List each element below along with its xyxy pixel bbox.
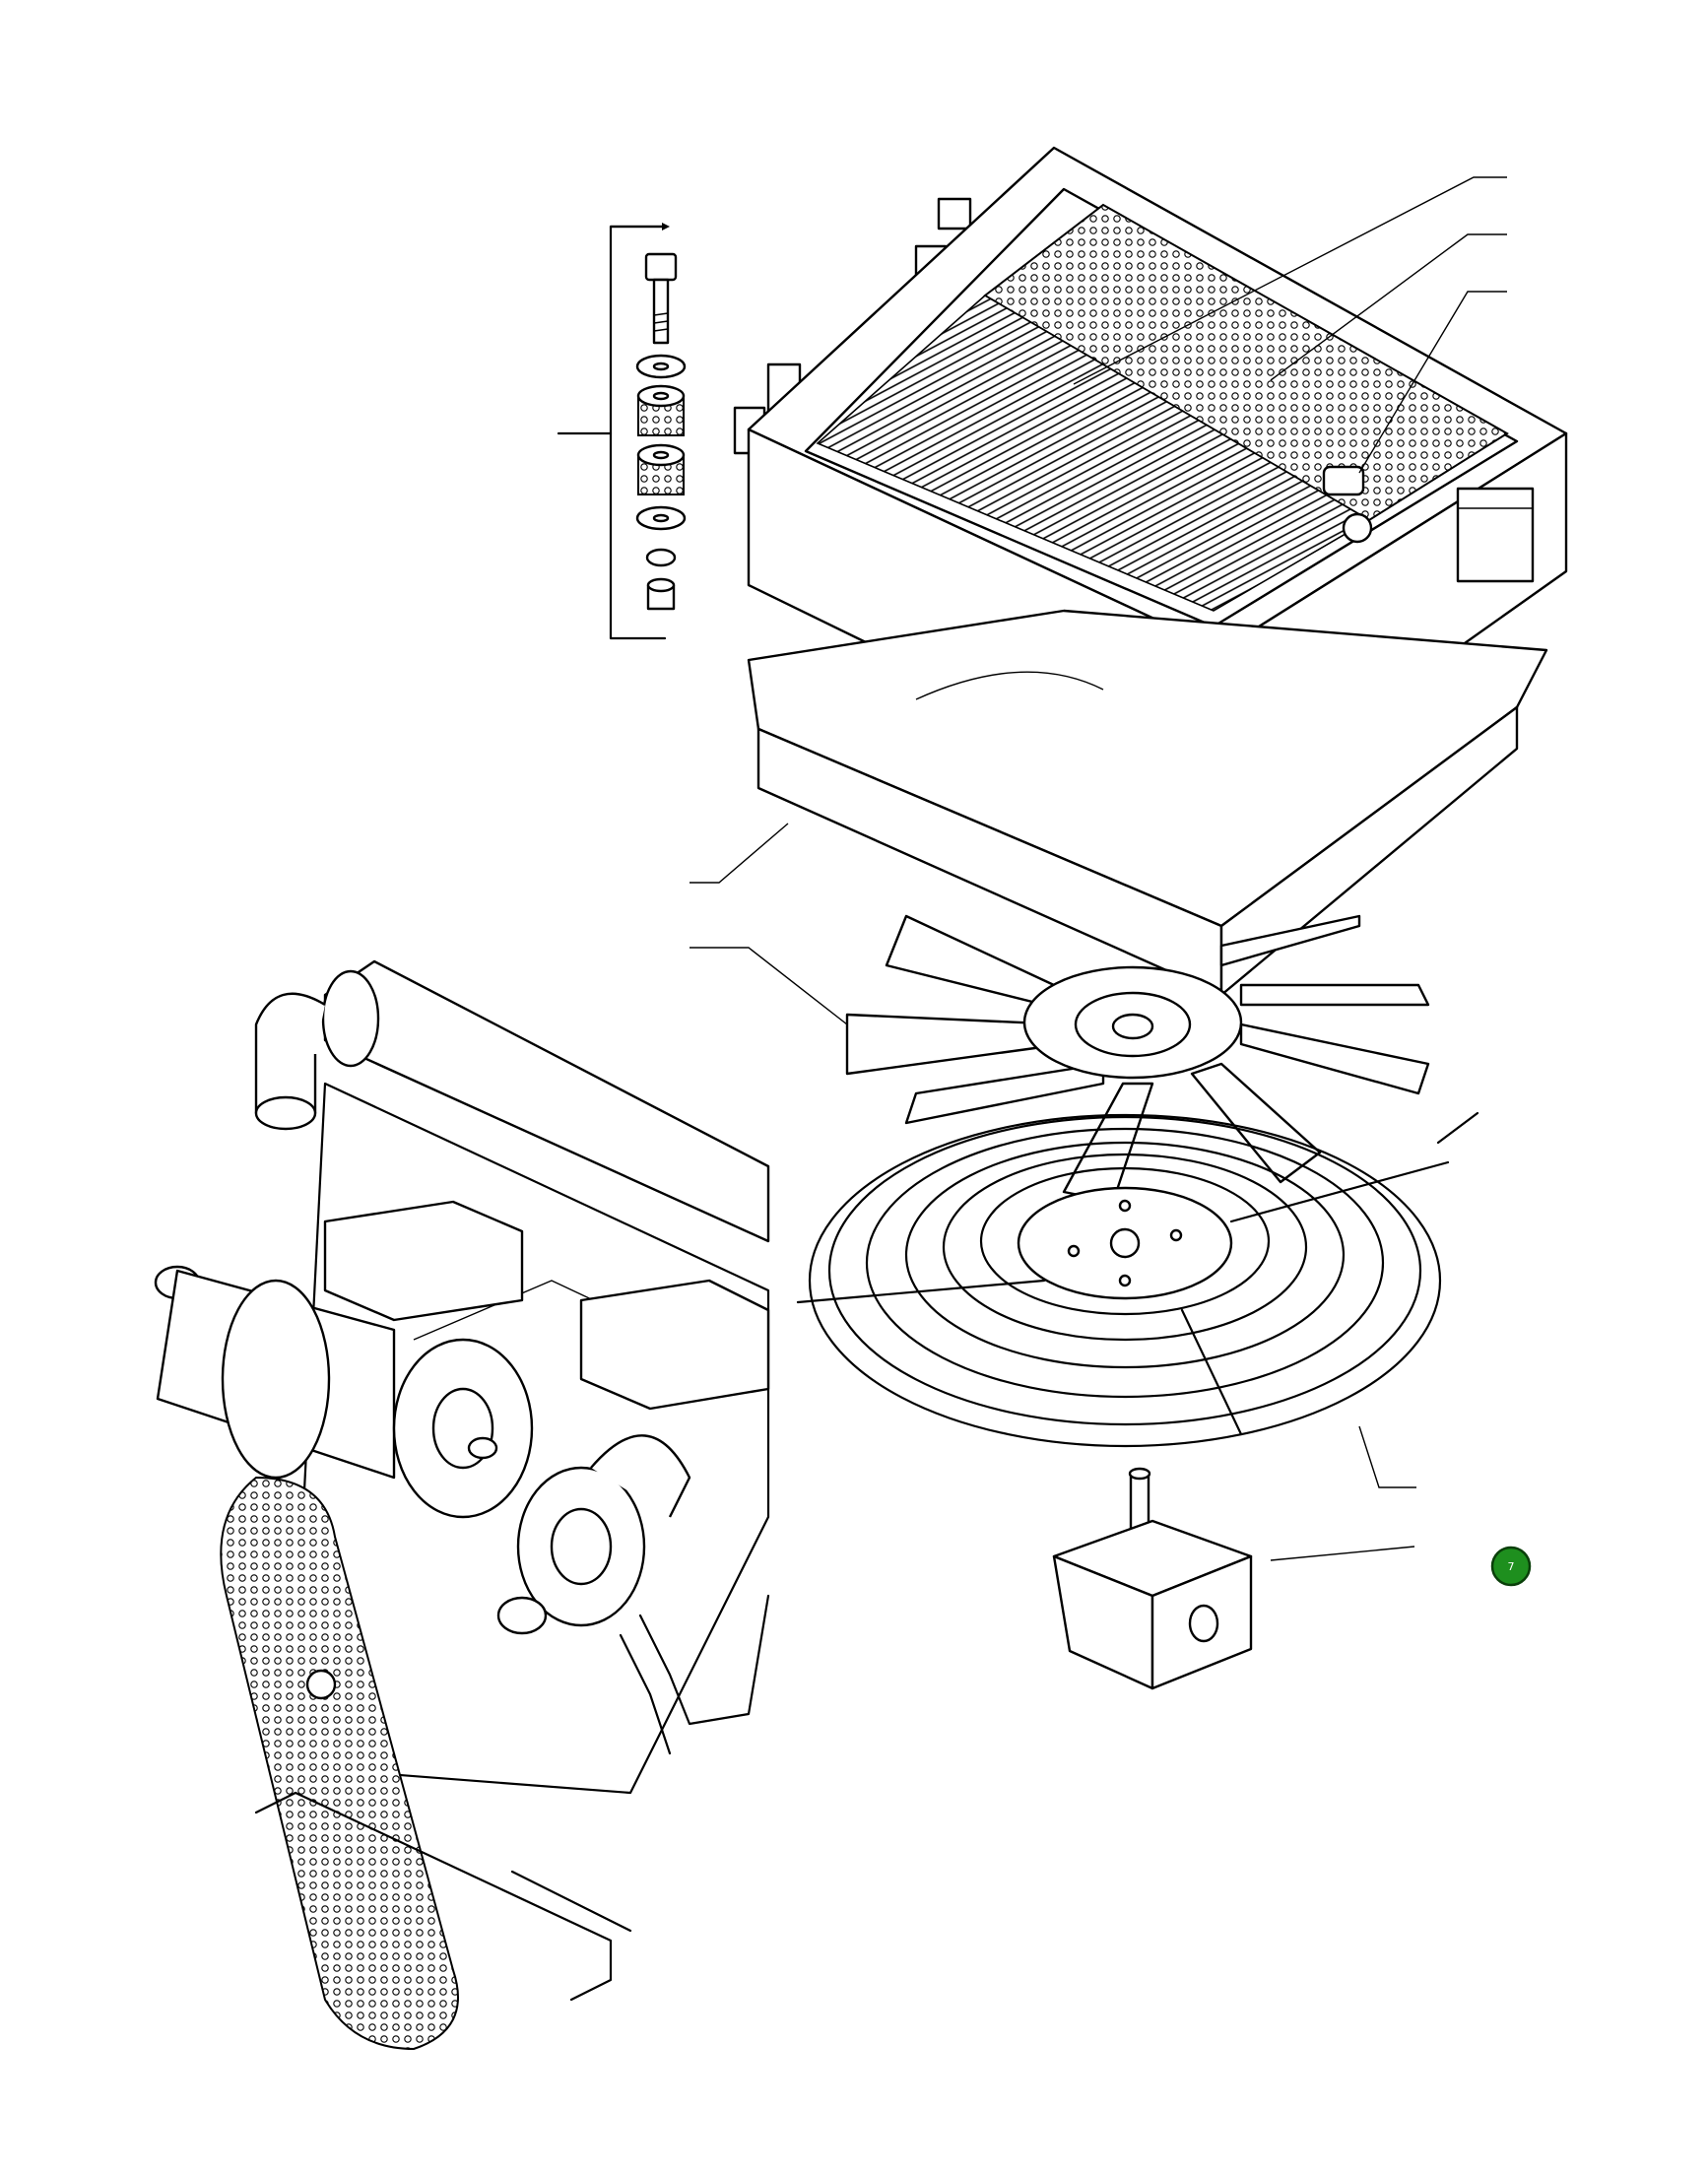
mounting-hardware-stack bbox=[557, 223, 687, 640]
cooling-fan bbox=[845, 914, 1430, 1204]
fan-guard bbox=[796, 1111, 1479, 1448]
hydraulic-motor bbox=[1052, 1467, 1253, 1690]
fan-shroud bbox=[747, 609, 1548, 997]
part-hotspot-marker[interactable]: 7 bbox=[1490, 1546, 1532, 1587]
leader-lines bbox=[690, 176, 1507, 1561]
hotspot-label: 7 bbox=[1508, 1560, 1515, 1573]
hotspot-circle[interactable] bbox=[1492, 1548, 1530, 1585]
hotspot-ring bbox=[1490, 1546, 1532, 1587]
engine-block bbox=[154, 959, 770, 2051]
